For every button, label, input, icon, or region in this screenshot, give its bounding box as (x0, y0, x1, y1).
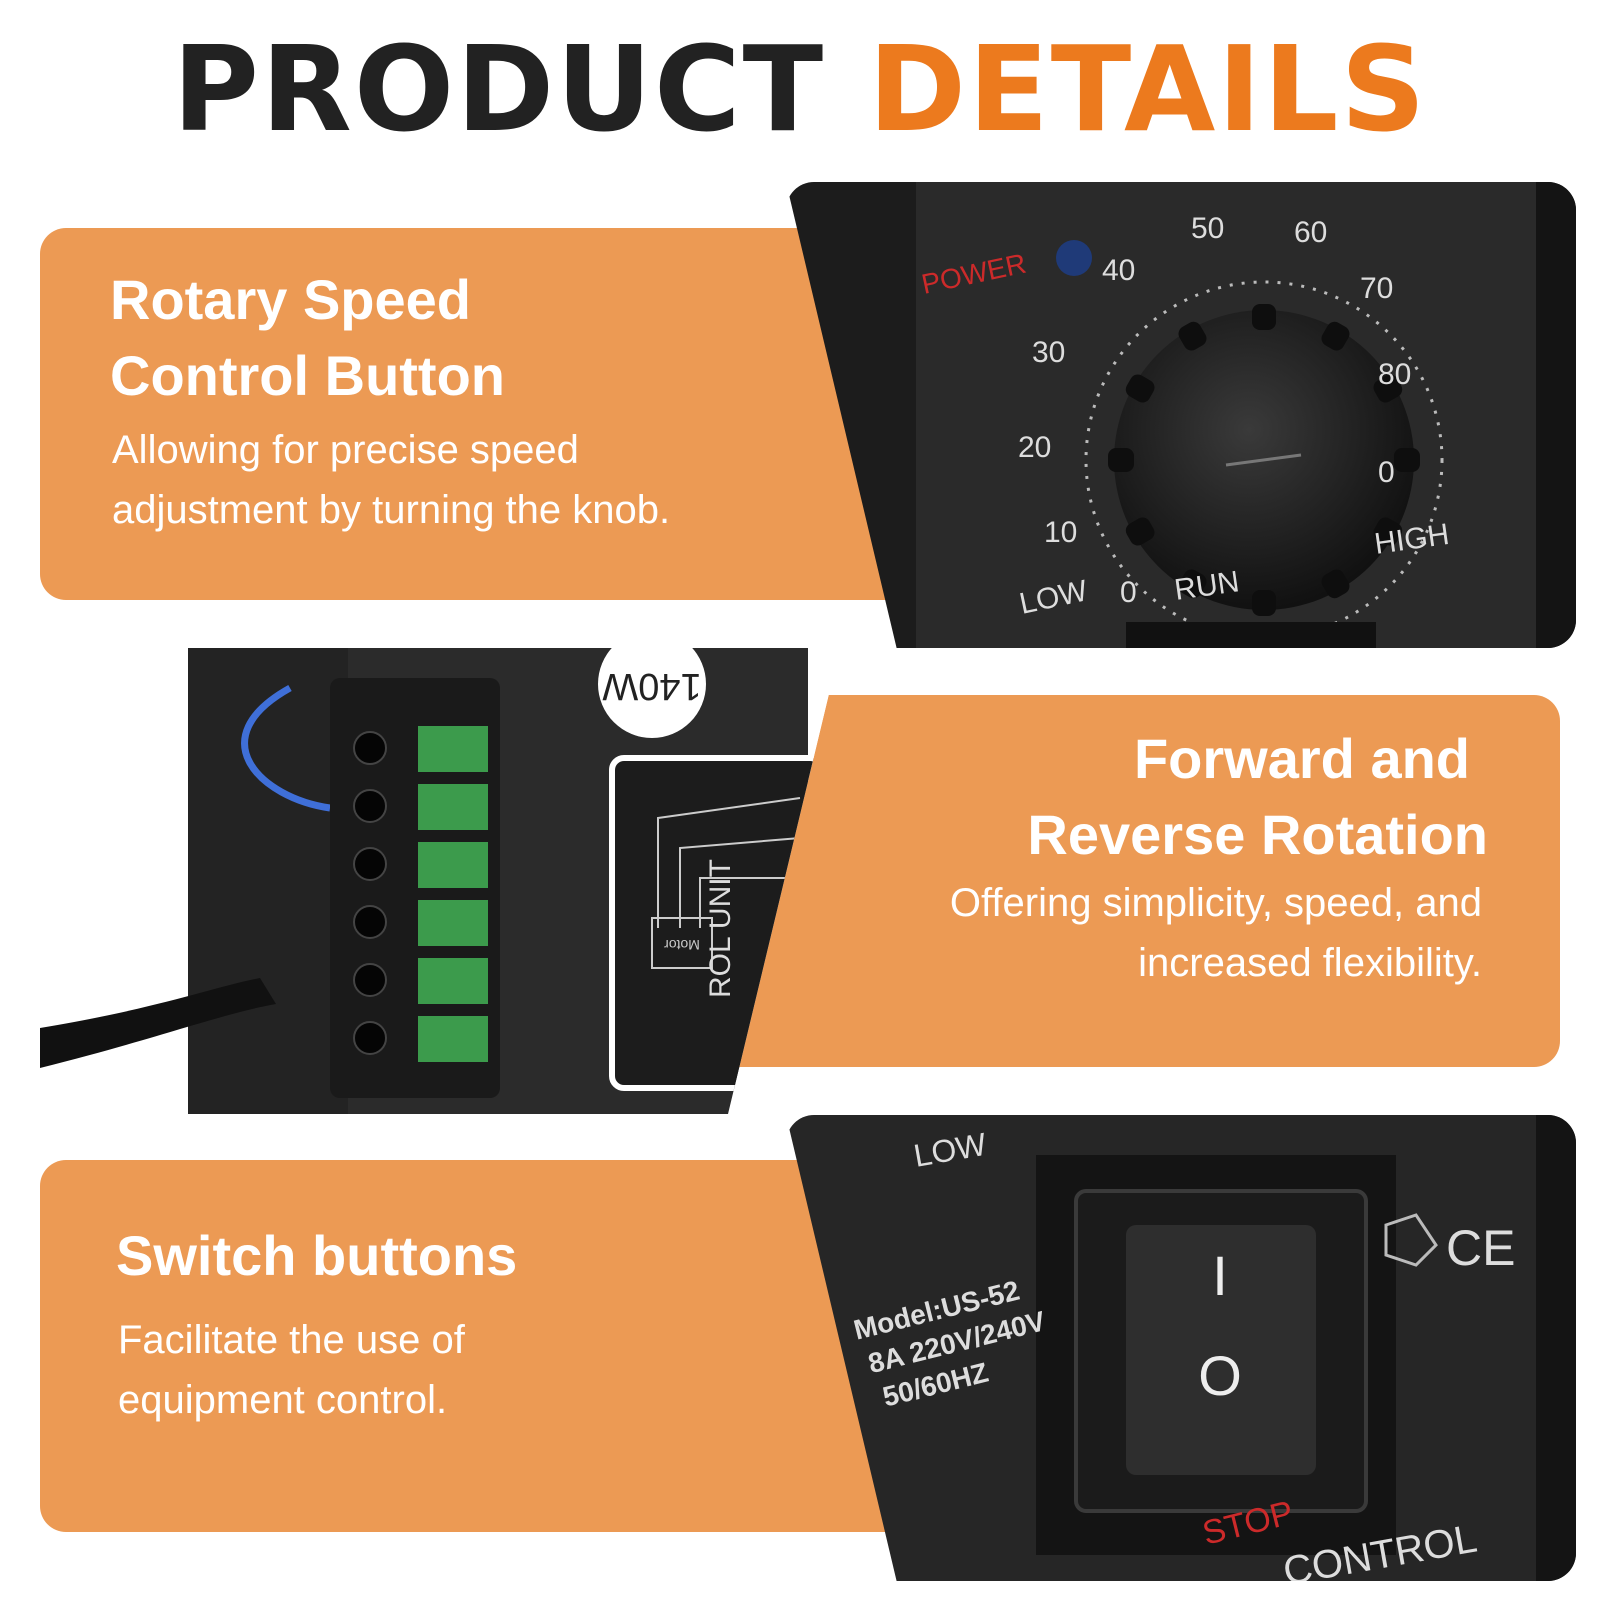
rocker-switch[interactable] (1126, 1225, 1316, 1475)
svg-text:40: 40 (1102, 254, 1135, 287)
recycle-icon (1384, 1213, 1438, 1267)
feature-heading-rotary: Rotary Speed Control Button (110, 268, 505, 407)
svg-text:0: 0 (1120, 576, 1137, 609)
svg-text:60: 60 (1294, 216, 1327, 249)
title-word-product: PRODUCT (172, 20, 826, 158)
switch-photo: LOW I O Model:US-52 8A 220V/240V 50/60HZ… (786, 1115, 1576, 1581)
svg-text:50: 50 (1191, 212, 1224, 245)
feature-desc-rotary: Allowing for precise speed adjustment by… (112, 428, 671, 532)
feature-panel-rotation: Forward and Reverse Rotation Offering si… (660, 695, 1560, 1067)
ce-mark: CE (1446, 1220, 1515, 1276)
jumper-wire (241, 684, 331, 812)
svg-text:0: 0 (1378, 456, 1395, 489)
svg-text:30: 30 (1032, 336, 1065, 369)
switch-on-symbol: I (1212, 1244, 1228, 1307)
wattage-label: 140W (602, 665, 701, 707)
svg-text:20: 20 (1018, 431, 1051, 464)
feature-panel-rotary: Rotary Speed Control Button Allowing for… (40, 228, 940, 600)
feature-desc-rotation: Offering simplicity, speed, and increase… (949, 881, 1482, 985)
feature-panel-switch: Switch buttons Facilitate the use of equ… (40, 1160, 940, 1532)
dial-photo: POWER 0 10 20 30 40 50 60 70 80 0 LOW HI… (786, 182, 1576, 648)
feature-desc-switch: Facilitate the use of equipment control. (118, 1318, 465, 1422)
control-unit-label: ROL UNIT (704, 859, 737, 998)
wattage-sticker (598, 648, 706, 738)
control-unit-photo: 140W Motor ROL UNIT (40, 648, 840, 1114)
switch-off-symbol: O (1198, 1344, 1242, 1407)
svg-text:70: 70 (1360, 272, 1393, 305)
title-word-details: DETAILS (868, 20, 1428, 158)
power-indicator-led (1056, 240, 1092, 276)
feature-heading-switch: Switch buttons (116, 1224, 518, 1287)
svg-text:80: 80 (1378, 358, 1411, 391)
feature-heading-rotation: Forward and Reverse Rotation (1027, 727, 1488, 866)
svg-text:10: 10 (1044, 516, 1077, 549)
page-title: PRODUCT DETAILS (0, 30, 1600, 148)
power-cable (40, 978, 276, 1068)
motor-label: Motor (664, 937, 700, 953)
dial-ticks (1084, 280, 1444, 640)
